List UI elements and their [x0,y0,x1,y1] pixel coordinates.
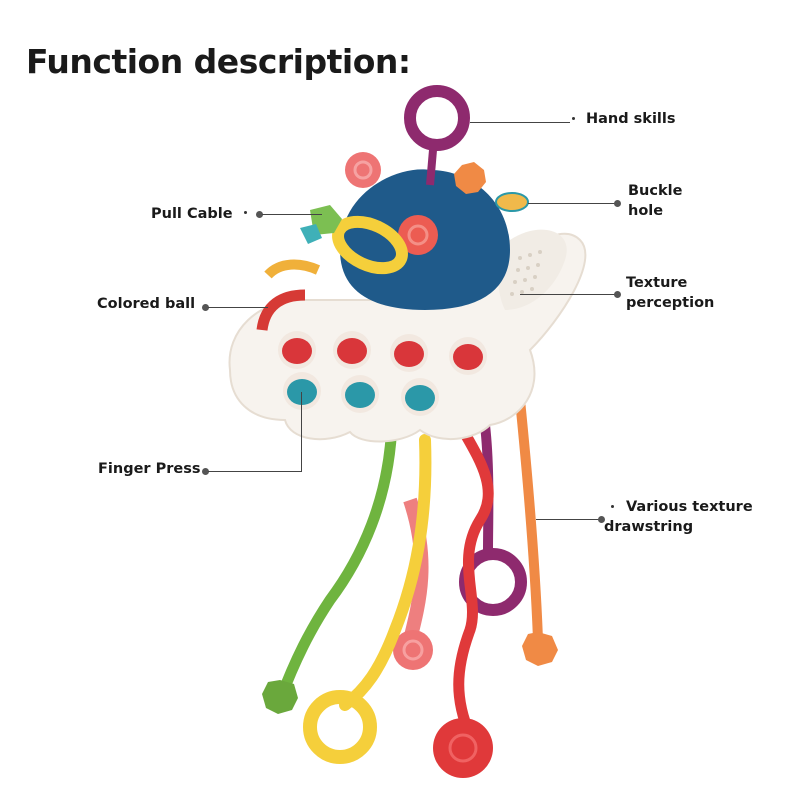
pull-cable-leader-line [262,214,322,215]
pull-cable-dot [256,211,263,218]
pink-ring-string [403,497,429,642]
label-finger-press: Finger Press [98,461,201,477]
buckle-hole-dot [614,200,621,207]
orange-flower-teether [522,632,558,666]
yellow-ring [332,215,408,275]
purple-top-ring [404,85,470,151]
finger-press-leader-line-v [301,392,302,472]
drawstring-leader-line [536,519,602,520]
texture-perception-leader-line [520,294,618,295]
red-pop-buttons [278,331,487,375]
pink-lollipop [345,152,381,188]
red-arc [256,289,306,331]
hand-skills-leader-line [470,122,570,123]
red-lollipop [398,215,438,255]
label-texture-perception-1: Texture [626,275,688,291]
page-title: Function description: [26,42,411,81]
buckle-hole-disc [495,192,529,212]
green-flower-teether [262,680,298,714]
label-various-texture-1: Various texture [626,499,753,515]
drawstring-dot [598,516,605,523]
pink-disc [393,630,433,670]
red-disc [433,718,493,778]
buckle-hole-leader-line [528,203,616,204]
colored-ball-leader-line [208,307,268,308]
teal-pop-buttons [283,372,439,416]
pull-cable-small-dot [244,211,247,214]
orange-arc [264,259,321,279]
drawstring-small-dot [611,505,614,508]
orange-string [515,395,543,645]
texture-pad [498,229,567,310]
finger-press-dot [202,468,209,475]
green-string [274,414,398,706]
hand-skills-dot [572,117,575,120]
label-colored-ball: Colored ball [97,296,196,312]
colored-ball-dot [202,304,209,311]
label-texture-perception-2: perception [626,295,715,311]
finger-press-leader-line-h [208,471,302,472]
orange-flower [454,162,486,194]
label-buckle-hole-2: hole [628,203,664,219]
label-buckle-hole-1: Buckle [628,183,683,199]
red-wavy-string [453,419,494,741]
green-pull-tab [310,205,342,235]
yellow-string [339,434,432,711]
label-various-texture-2: drawstring [604,519,694,535]
label-pull-cable: Pull Cable [151,206,233,222]
label-hand-skills: Hand skills [586,111,676,127]
texture-perception-dot [614,291,621,298]
yellow-ring-teether [303,690,377,764]
